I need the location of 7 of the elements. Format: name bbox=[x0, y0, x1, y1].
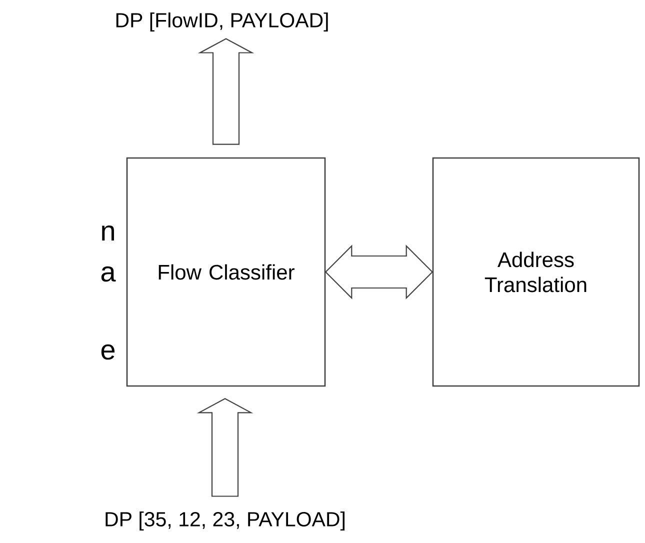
process-box: Address Translation bbox=[432, 157, 640, 387]
text-label: DP [FlowID, PAYLOAD] bbox=[116, 12, 328, 32]
hollow-arrow bbox=[324, 244, 434, 300]
hollow-arrow bbox=[196, 398, 254, 497]
process-box: Flow Classifier bbox=[126, 157, 326, 387]
hollow-arrow bbox=[198, 38, 254, 145]
text-label: DP [35, 12, 23, PAYLOAD] bbox=[106, 511, 344, 531]
